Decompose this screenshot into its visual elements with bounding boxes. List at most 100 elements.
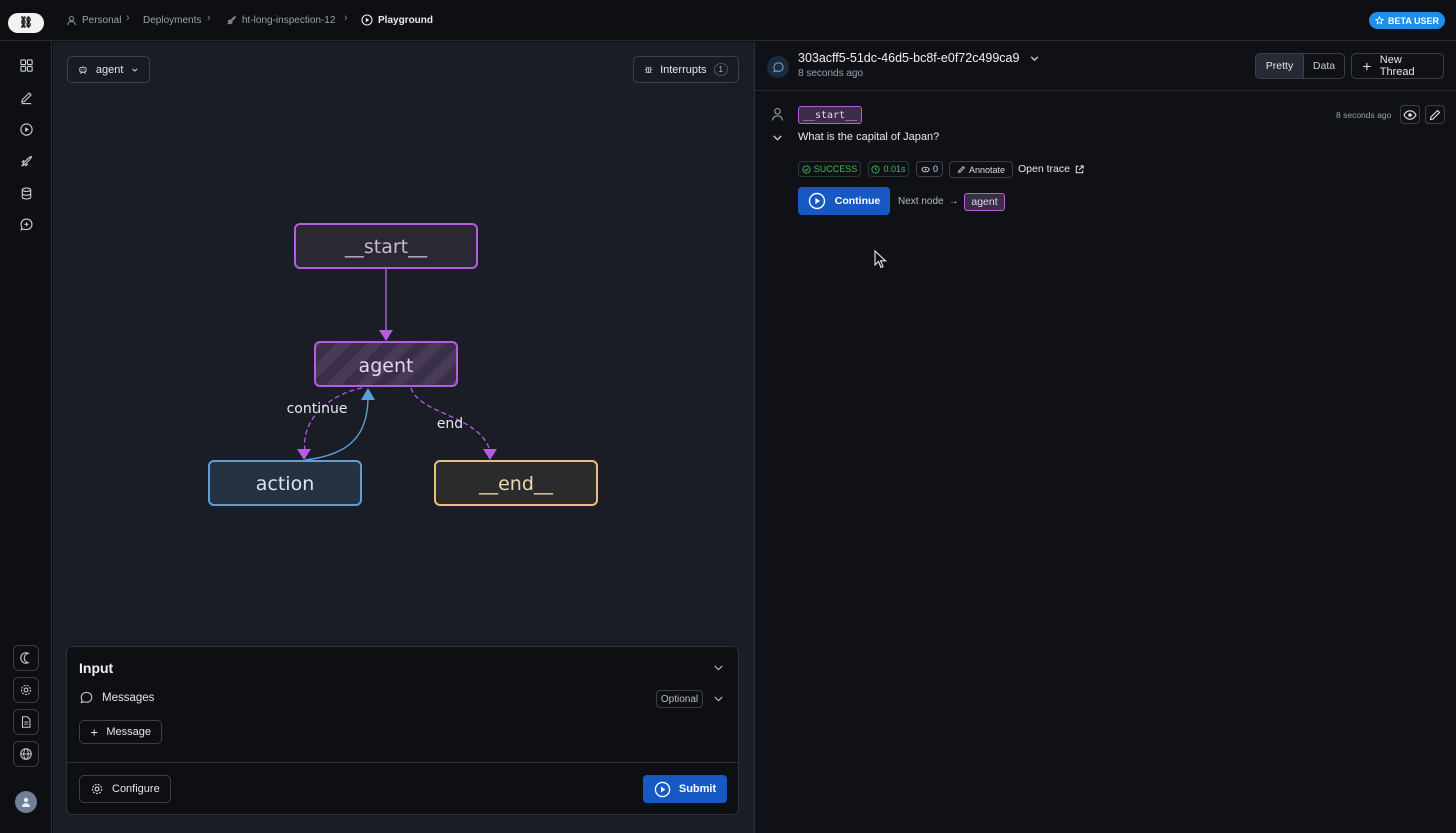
pencil-icon <box>20 91 32 104</box>
divider <box>66 762 739 763</box>
status-badge: SUCCESS <box>798 161 861 177</box>
edit-entry-button[interactable] <box>1425 105 1445 124</box>
pencil-icon <box>958 166 965 173</box>
node-label: action <box>256 473 314 495</box>
plus-icon <box>1363 62 1371 70</box>
view-toggle-group: Pretty Data <box>1255 53 1345 79</box>
play-circle-icon <box>19 122 33 136</box>
chat-bubble-icon <box>80 691 93 704</box>
langchain-logo[interactable]: ⛓ <box>8 13 44 33</box>
graph-canvas: continue end __start__ agent action __en… <box>208 223 598 506</box>
graph-node-end[interactable]: __end__ <box>434 460 598 506</box>
add-message-button[interactable]: Message <box>79 720 162 744</box>
breadcrumb-label: Playground <box>378 14 434 26</box>
submit-button[interactable]: Submit <box>643 775 727 803</box>
divider <box>755 90 1456 91</box>
graph-node-agent[interactable]: agent <box>314 341 458 387</box>
configure-label: Configure <box>112 783 160 795</box>
submit-label: Submit <box>678 783 717 795</box>
input-title: Input <box>79 660 114 676</box>
optional-badge: Optional <box>656 690 703 708</box>
status-label: SUCCESS <box>813 164 858 174</box>
messages-field-row: Messages <box>79 690 154 705</box>
beta-label: BETA USER <box>1387 15 1439 26</box>
view-entry-button[interactable] <box>1400 105 1420 124</box>
chevron-right-icon: › <box>344 12 348 24</box>
chat-plus-icon <box>19 217 33 231</box>
thread-time: 8 seconds ago <box>798 68 864 79</box>
clock-icon <box>871 164 881 174</box>
globe-icon <box>20 748 32 760</box>
configure-button[interactable]: Configure <box>79 775 171 803</box>
new-thread-button[interactable]: New Thread <box>1351 53 1444 79</box>
play-circle-icon <box>654 781 671 797</box>
rocket-icon <box>227 15 236 25</box>
sidebar-item-prompts[interactable] <box>14 212 38 236</box>
next-node-info: Next node → <box>898 196 959 207</box>
sidebar-item-deployments[interactable] <box>14 149 38 173</box>
open-trace-link[interactable]: Open trace <box>1018 163 1085 175</box>
breadcrumb-personal[interactable]: Personal <box>66 12 121 28</box>
bot-icon <box>79 66 87 74</box>
document-icon <box>21 716 31 728</box>
breadcrumb-label: Personal <box>82 14 122 26</box>
interrupts-button[interactable]: Interrupts 1 <box>633 56 739 83</box>
input-card <box>66 646 739 815</box>
edge-agent-end <box>410 387 497 460</box>
sidebar-item-annotations[interactable] <box>14 85 38 109</box>
top-bar <box>0 0 1456 41</box>
node-label: __start__ <box>344 236 428 258</box>
chevron-right-icon: › <box>207 12 211 24</box>
entry-message: What is the capital of Japan? <box>798 131 940 143</box>
left-sidebar <box>0 41 52 833</box>
continue-label: Continue <box>834 195 881 207</box>
entry-collapse-toggle[interactable] <box>771 131 784 144</box>
thread-panel <box>754 42 1456 833</box>
edge-label-continue: continue <box>287 401 348 417</box>
beta-user-badge: BETA USER <box>1369 12 1445 29</box>
messages-label: Messages <box>102 691 155 704</box>
node-tag-start: __start__ <box>798 106 862 124</box>
next-node-tag: agent <box>964 193 1005 211</box>
language-button[interactable] <box>13 741 39 767</box>
avatar[interactable] <box>15 791 37 813</box>
view-data-tab[interactable]: Data <box>1312 60 1336 72</box>
person-icon <box>67 15 76 25</box>
eye-icon <box>1403 109 1417 120</box>
sidebar-item-dashboards[interactable] <box>14 53 38 77</box>
gear-icon <box>91 783 103 795</box>
theme-toggle-button[interactable] <box>13 645 39 671</box>
external-link-icon <box>1075 164 1084 173</box>
edge-label-end: end <box>437 416 463 432</box>
annotate-label: Annotate <box>968 164 1006 175</box>
thread-id-select[interactable]: 303acff5-51dc-46d5-bc8f-e0f72c499ca9 <box>798 51 1040 65</box>
gear-icon <box>20 684 32 696</box>
docs-button[interactable] <box>13 709 39 735</box>
node-label: agent <box>359 355 414 377</box>
continue-button[interactable]: Continue <box>798 187 890 215</box>
chevron-right-icon: › <box>126 12 130 24</box>
star-icon <box>1374 16 1384 25</box>
add-message-label: Message <box>106 726 151 738</box>
input-collapse-toggle[interactable] <box>712 661 725 674</box>
breadcrumb-label: ht-long-inspection-12 <box>242 14 336 26</box>
user-icon <box>22 797 30 807</box>
messages-expand-toggle[interactable] <box>712 692 725 705</box>
chevron-down-icon <box>773 135 782 141</box>
view-pretty-tab[interactable]: Pretty <box>1256 54 1304 78</box>
sidebar-item-playground[interactable] <box>14 117 38 141</box>
plus-icon <box>91 728 98 736</box>
graph-node-start[interactable]: __start__ <box>294 223 478 269</box>
breadcrumb-deployments[interactable]: Deployments <box>143 12 201 28</box>
entry-timestamp: 8 seconds ago <box>1336 110 1392 120</box>
breadcrumb-playground[interactable]: Playground <box>361 12 433 28</box>
sidebar-item-datasets[interactable] <box>14 181 38 205</box>
mouse-cursor-icon <box>874 250 887 269</box>
chevron-down-icon <box>714 665 723 671</box>
graph-node-action[interactable]: action <box>208 460 362 506</box>
arrow-right-icon: → <box>948 196 959 207</box>
assistant-select[interactable]: agent <box>67 56 150 83</box>
annotate-button[interactable]: Annotate <box>949 161 1013 178</box>
settings-button[interactable] <box>13 677 39 703</box>
breadcrumb-deployment[interactable]: ht-long-inspection-12 <box>226 12 335 28</box>
